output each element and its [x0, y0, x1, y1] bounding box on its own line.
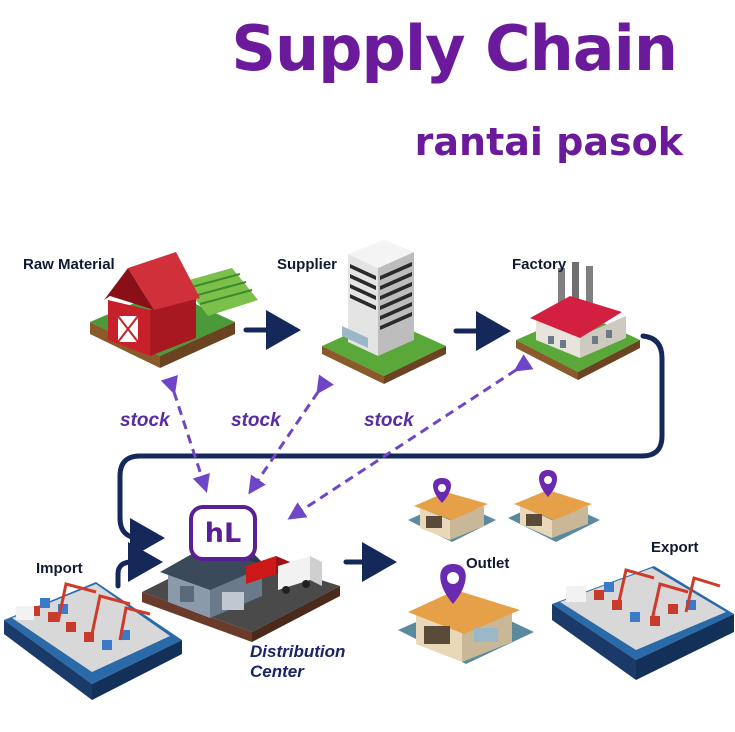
page-subtitle: rantai pasok	[414, 120, 683, 164]
page-title: Supply Chain	[231, 12, 678, 85]
supplier-icon	[322, 240, 446, 384]
stock-label-raw-material: stock	[120, 410, 170, 431]
location-pin-icon	[539, 470, 557, 497]
outlet-store-main-icon	[398, 590, 534, 664]
outlet-store-left-icon	[408, 492, 496, 542]
distribution-center-label-line1: Distribution	[250, 642, 346, 661]
location-pin-icon	[440, 564, 466, 604]
distribution-center-label: Distribution Center	[250, 642, 345, 681]
import-label: Import	[36, 560, 83, 577]
factory-label: Factory	[512, 256, 567, 273]
supplier-label: Supplier	[277, 256, 338, 273]
export-ship-icon	[552, 566, 734, 680]
hl-logo-badge: hL	[189, 505, 257, 561]
stock-label-supplier: stock	[231, 410, 281, 431]
stock-label-factory: stock	[364, 410, 414, 431]
factory-icon	[516, 262, 640, 380]
flow-arrow-factory-to-distribution	[117, 333, 665, 558]
distribution-center-label-line2: Center	[250, 661, 304, 681]
stock-arrow-factory	[287, 354, 534, 520]
outlet-label: Outlet	[466, 555, 510, 572]
raw-material-icon	[90, 252, 258, 368]
raw-material-label: Raw Material	[23, 256, 115, 273]
stock-arrow-supplier	[248, 374, 334, 495]
flow-arrow-import-to-distribution	[115, 542, 163, 589]
hl-logo-text: hL	[204, 517, 242, 549]
stock-arrow-raw-material	[160, 374, 210, 493]
distribution-center-icon	[142, 534, 340, 642]
outlet-store-right-icon	[508, 490, 600, 542]
import-ship-icon	[4, 582, 182, 700]
export-label: Export	[651, 539, 699, 556]
